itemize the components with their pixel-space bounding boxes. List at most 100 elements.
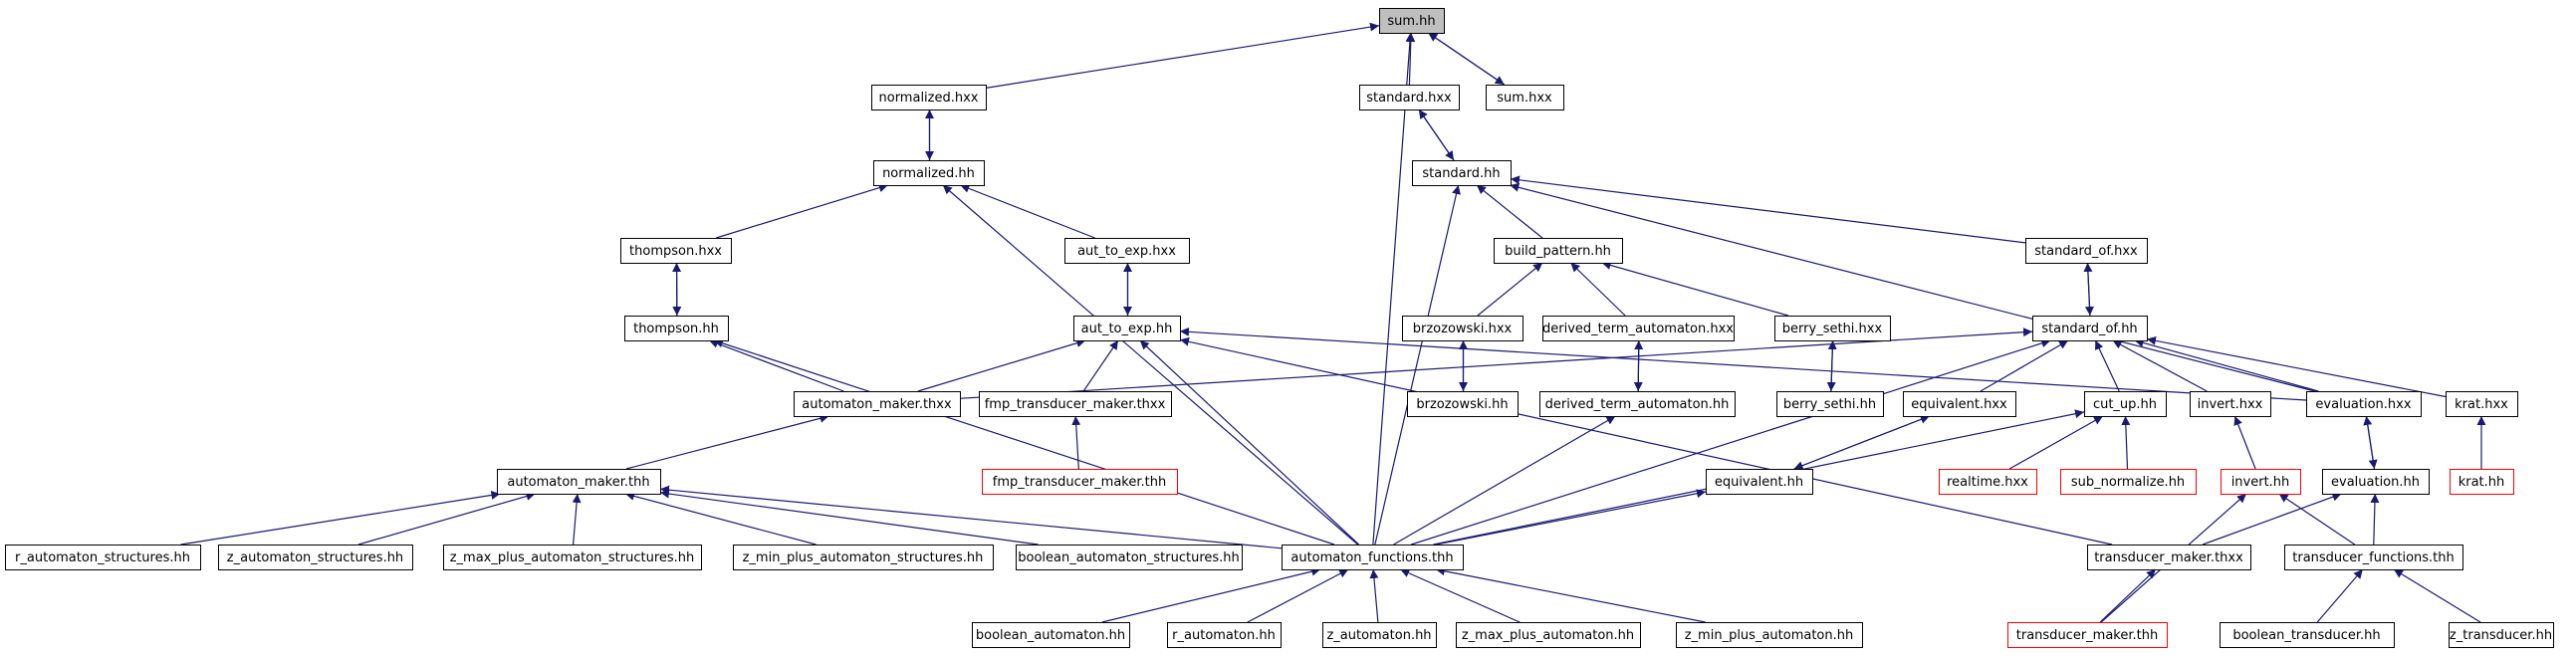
node-automaton_maker_thh[interactable]: automaton_maker.thh: [497, 469, 661, 495]
node-standard_of_hxx[interactable]: standard_of.hxx: [2025, 238, 2148, 264]
node-thompson_hxx[interactable]: thompson.hxx: [620, 238, 732, 264]
node-label: automaton_maker.thh: [507, 475, 649, 490]
node-derived_term_automaton_hh[interactable]: derived_term_automaton.hh: [1539, 391, 1736, 417]
node-aut_to_exp_hh[interactable]: aut_to_exp.hh: [1073, 316, 1181, 341]
node-equivalent_hxx[interactable]: equivalent.hxx: [1903, 391, 2016, 417]
edge-automaton_functions_thh-to-equivalent_hh: [1435, 489, 1707, 546]
edge-normalized_hxx-to-sum_hh: [985, 22, 1380, 89]
edge-evaluation_hxx-to-evaluation_hh: [2365, 415, 2378, 470]
node-box: [1486, 85, 1564, 110]
node-boolean_automaton_structures_hh[interactable]: boolean_automaton_structures.hh: [1016, 545, 1243, 570]
node-brzozowski_hh[interactable]: brzozowski.hh: [1407, 391, 1519, 417]
node-transducer_maker_thh[interactable]: transducer_maker.thh: [2007, 622, 2168, 648]
node-berry_sethi_hxx[interactable]: berry_sethi.hxx: [1774, 316, 1891, 341]
node-sum_hxx[interactable]: sum.hxx: [1486, 85, 1564, 110]
node-transducer_maker_thxx[interactable]: transducer_maker.thxx: [2087, 545, 2251, 570]
node-label: fmp_transducer_maker.thxx: [985, 397, 1166, 412]
node-z_max_plus_automaton_hh[interactable]: z_max_plus_automaton.hh: [1456, 622, 1641, 648]
node-z_min_plus_automaton_structures_hh[interactable]: z_min_plus_automaton_structures.hh: [733, 545, 994, 570]
node-label: evaluation.hxx: [2315, 397, 2411, 412]
edge-equivalent_hxx-to-equivalent_hh: [1793, 415, 1931, 470]
node-z_automaton_hh[interactable]: z_automaton.hh: [1322, 622, 1437, 648]
node-label: aut_to_exp.hh: [1081, 322, 1173, 336]
node-build_pattern_hh[interactable]: build_pattern.hh: [1494, 238, 1623, 264]
node-sub_normalize_hh[interactable]: sub_normalize.hh: [2060, 469, 2197, 495]
edge-thompson_hxx-to-normalized_hh: [716, 183, 888, 239]
node-derived_term_automaton_hxx[interactable]: derived_term_automaton.hxx: [1542, 316, 1735, 341]
node-boolean_transducer_hh[interactable]: boolean_transducer.hh: [2220, 622, 2395, 648]
edge-transducer_functions_thh-to-invert_hh: [2278, 493, 2356, 546]
node-z_transducer_hh[interactable]: z_transducer.hh: [2449, 622, 2554, 648]
node-label: equivalent.hh: [1715, 475, 1803, 490]
node-box: [2060, 469, 2197, 495]
node-box: [1494, 238, 1623, 264]
node-fmp_transducer_maker_thxx[interactable]: fmp_transducer_maker.thxx: [979, 391, 1172, 417]
node-aut_to_exp_hxx[interactable]: aut_to_exp.hxx: [1064, 238, 1190, 264]
node-box: [2306, 391, 2422, 417]
node-z_max_plus_automaton_structures_hh[interactable]: z_max_plus_automaton_structures.hh: [443, 545, 702, 570]
node-r_automaton_hh[interactable]: r_automaton.hh: [1167, 622, 1282, 648]
edge-standard_of_hxx-to-standard_hh: [1510, 175, 2026, 244]
node-brzozowski_hxx[interactable]: brzozowski.hxx: [1402, 316, 1523, 341]
node-box: [5, 545, 201, 570]
node-transducer_functions_thh[interactable]: transducer_functions.thh: [2284, 545, 2463, 570]
node-label: invert.hxx: [2198, 397, 2263, 412]
node-label: fmp_transducer_maker.thh: [993, 475, 1166, 490]
node-box: [2284, 545, 2463, 570]
edge-berry_sethi_hxx-to-berry_sethi_hh: [1826, 339, 1836, 392]
node-r_automaton_structures_hh[interactable]: r_automaton_structures.hh: [5, 545, 201, 570]
node-normalized_hxx[interactable]: normalized.hxx: [871, 85, 987, 110]
edge-invert_hh-to-invert_hxx: [2233, 415, 2256, 470]
node-z_min_plus_automaton_hh[interactable]: z_min_plus_automaton.hh: [1676, 622, 1863, 648]
edge-z_max_plus_automaton_hh-to-automaton_functions_thh: [1400, 568, 1521, 623]
edge-evaluation_hxx-to-standard_hh: [1510, 182, 2315, 392]
node-label: standard.hxx: [1366, 91, 1452, 106]
node-invert_hh[interactable]: invert.hh: [2221, 469, 2301, 495]
node-box: [2446, 391, 2518, 417]
node-thompson_hh[interactable]: thompson.hh: [624, 316, 729, 341]
node-box: [624, 316, 729, 341]
node-label: z_max_plus_automaton_structures.hh: [450, 550, 695, 565]
node-evaluation_hxx[interactable]: evaluation.hxx: [2306, 391, 2422, 417]
edge-berry_sethi_hxx-to-build_pattern_hh: [1601, 261, 1788, 317]
edge-invert_hxx-to-standard_of_hh: [2112, 339, 2208, 392]
node-realtime_hxx[interactable]: realtime.hxx: [1939, 469, 2037, 495]
node-invert_hxx[interactable]: invert.hxx: [2190, 391, 2271, 417]
node-boolean_automaton_hh[interactable]: boolean_automaton.hh: [972, 622, 1130, 648]
edge-build_pattern_hh-to-standard_hh: [1476, 184, 1543, 239]
node-automaton_maker_thxx[interactable]: automaton_maker.thxx: [794, 391, 961, 417]
node-label: build_pattern.hh: [1505, 244, 1611, 259]
node-box: [1676, 622, 1863, 648]
node-fmp_transducer_maker_thh[interactable]: fmp_transducer_maker.thh: [982, 469, 1178, 495]
node-box: [873, 160, 985, 186]
node-standard_of_hh[interactable]: standard_of.hh: [2032, 316, 2148, 341]
node-box: [2032, 316, 2148, 341]
node-box: [1167, 622, 1282, 648]
node-cut_up_hh[interactable]: cut_up.hh: [2084, 391, 2167, 417]
node-label: z_transducer.hh: [2450, 628, 2552, 643]
edge-z_automaton_structures_hh-to-automaton_maker_thh: [357, 492, 536, 546]
node-box: [871, 85, 987, 110]
node-z_automaton_structures_hh[interactable]: z_automaton_structures.hh: [218, 545, 413, 570]
node-equivalent_hh[interactable]: equivalent.hh: [1706, 469, 1813, 495]
node-evaluation_hh[interactable]: evaluation.hh: [2322, 469, 2430, 495]
node-standard_hh[interactable]: standard.hh: [1412, 160, 1512, 186]
node-box: [218, 545, 413, 570]
node-label: z_max_plus_automaton.hh: [1462, 628, 1634, 643]
node-box: [2449, 622, 2554, 648]
node-krat_hxx[interactable]: krat.hxx: [2446, 391, 2518, 417]
node-label: realtime.hxx: [1947, 475, 2028, 490]
node-berry_sethi_hh[interactable]: berry_sethi.hh: [1776, 391, 1884, 417]
node-label: boolean_transducer.hh: [2232, 628, 2380, 643]
node-label: sub_normalize.hh: [2071, 475, 2185, 490]
edge-automaton_functions_thh-to-normalized_hh: [942, 184, 1358, 546]
edge-standard_of_hxx-to-standard_of_hh: [2084, 262, 2094, 317]
node-standard_hxx[interactable]: standard.hxx: [1359, 85, 1460, 110]
edge-standard_hxx-to-standard_hh: [1418, 109, 1455, 161]
node-krat_hh[interactable]: krat.hh: [2450, 469, 2514, 495]
node-automaton_functions_thh[interactable]: automaton_functions.thh: [1282, 545, 1464, 570]
node-normalized_hh[interactable]: normalized.hh: [873, 160, 985, 186]
edge-derived_term_automaton_hxx-to-build_pattern_hh: [1569, 262, 1626, 317]
edge-sum_hh-to-sum_hxx: [1427, 32, 1506, 86]
